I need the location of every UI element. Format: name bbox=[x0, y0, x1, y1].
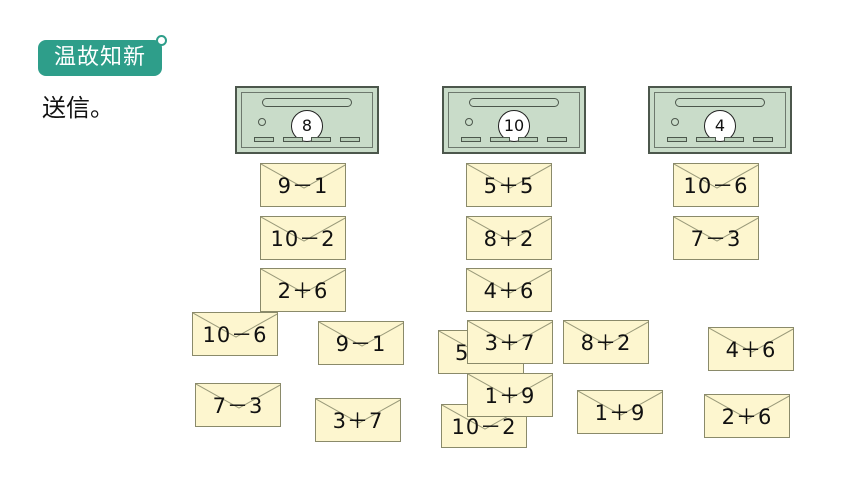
mailbox-1[interactable]: 8 bbox=[235, 86, 379, 154]
envelope-expression: 4＋6 bbox=[483, 279, 535, 303]
envelope-expression: 5＋5 bbox=[483, 174, 535, 198]
envelope-card[interactable]: 5＋5 bbox=[466, 163, 552, 207]
envelope-card[interactable]: 2＋6 bbox=[704, 394, 790, 438]
envelope-card[interactable]: 10－2 bbox=[260, 216, 346, 260]
mail-slot-icon bbox=[675, 98, 765, 107]
envelope-expression: 4＋6 bbox=[725, 338, 777, 362]
envelope-flap-icon bbox=[674, 217, 758, 242]
mailbox-keys bbox=[254, 137, 360, 143]
envelope-flap-icon bbox=[261, 269, 345, 294]
envelope-flap-icon bbox=[467, 217, 551, 242]
envelope-flap-icon bbox=[196, 384, 280, 409]
envelope-card[interactable]: 3＋7 bbox=[315, 398, 401, 442]
envelope-expression: 2＋6 bbox=[277, 279, 329, 303]
envelope-card[interactable]: 4＋6 bbox=[466, 268, 552, 312]
screw-icon bbox=[671, 118, 679, 126]
envelope-flap-icon bbox=[468, 374, 552, 399]
envelope-card[interactable]: 10－6 bbox=[673, 163, 759, 207]
envelope-expression: 9－1 bbox=[277, 174, 329, 198]
mailbox-keys bbox=[667, 137, 773, 143]
envelope-flap-icon bbox=[261, 217, 345, 242]
envelope-expression: 8＋2 bbox=[580, 331, 632, 355]
envelope-expression: 1＋9 bbox=[484, 384, 536, 408]
mail-slot-icon bbox=[469, 98, 559, 107]
envelope-flap-icon bbox=[674, 164, 758, 189]
envelope-card[interactable]: 1＋9 bbox=[577, 390, 663, 434]
badge-label: 温故知新 bbox=[53, 45, 146, 70]
envelope-flap-icon bbox=[193, 313, 277, 338]
envelope-card[interactable]: 10－6 bbox=[192, 312, 278, 356]
envelope-card[interactable]: 8＋2 bbox=[466, 216, 552, 260]
envelope-expression: 10－2 bbox=[270, 227, 336, 251]
envelope-flap-icon bbox=[467, 269, 551, 294]
envelope-flap-icon bbox=[316, 399, 400, 424]
envelope-flap-icon bbox=[468, 321, 552, 346]
envelope-flap-icon bbox=[578, 391, 662, 416]
envelope-expression: 5 bbox=[455, 341, 470, 365]
mailbox-frame: 4 bbox=[654, 92, 786, 148]
envelope-card[interactable]: 3＋7 bbox=[467, 320, 553, 364]
envelope-card[interactable]: 4＋6 bbox=[708, 327, 794, 371]
envelope-card[interactable]: 1＋9 bbox=[467, 373, 553, 417]
mailbox-number: 8 bbox=[291, 110, 323, 142]
envelope-card[interactable]: 9－1 bbox=[318, 321, 404, 365]
envelope-expression: 10－6 bbox=[683, 174, 749, 198]
envelope-flap-icon bbox=[261, 164, 345, 189]
envelope-card[interactable]: 7－3 bbox=[673, 216, 759, 260]
envelope-expression: 1＋9 bbox=[594, 401, 646, 425]
mailbox-number: 4 bbox=[704, 110, 736, 142]
envelope-flap-icon bbox=[564, 321, 648, 346]
badge-dot-icon bbox=[156, 35, 167, 46]
mailbox-frame: 10 bbox=[448, 92, 580, 148]
envelope-expression: 7－3 bbox=[690, 227, 742, 251]
screw-icon bbox=[258, 118, 266, 126]
envelope-flap-icon bbox=[319, 322, 403, 347]
envelope-expression: 3＋7 bbox=[484, 331, 536, 355]
instruction-text: 送信。 bbox=[42, 94, 114, 122]
mailbox-2[interactable]: 10 bbox=[442, 86, 586, 154]
mail-slot-icon bbox=[262, 98, 352, 107]
envelope-flap-icon bbox=[467, 164, 551, 189]
mailbox-3[interactable]: 4 bbox=[648, 86, 792, 154]
envelope-flap-icon bbox=[705, 395, 789, 420]
envelope-card[interactable]: 8＋2 bbox=[563, 320, 649, 364]
mailbox-number: 10 bbox=[498, 110, 530, 142]
mailbox-keys bbox=[461, 137, 567, 143]
envelope-expression: 10－6 bbox=[202, 323, 268, 347]
envelope-expression: 2＋6 bbox=[721, 405, 773, 429]
envelope-card[interactable]: 2＋6 bbox=[260, 268, 346, 312]
envelope-card[interactable]: 7－3 bbox=[195, 383, 281, 427]
envelope-expression: 8＋2 bbox=[483, 227, 535, 251]
section-badge: 温故知新 bbox=[38, 35, 167, 76]
envelope-expression: 10－2 bbox=[451, 415, 517, 439]
envelope-expression: 3＋7 bbox=[332, 409, 384, 433]
envelope-expression: 9－1 bbox=[335, 332, 387, 356]
envelope-card[interactable]: 9－1 bbox=[260, 163, 346, 207]
envelope-expression: 7－3 bbox=[212, 394, 264, 418]
screw-icon bbox=[465, 118, 473, 126]
envelope-flap-icon bbox=[709, 328, 793, 353]
mailbox-frame: 8 bbox=[241, 92, 373, 148]
